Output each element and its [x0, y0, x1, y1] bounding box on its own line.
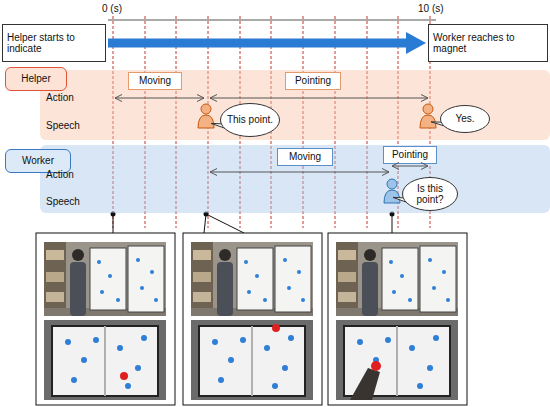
row-label: Action [46, 169, 74, 181]
speech-bubble: This point. [220, 103, 280, 137]
time-label: 10 (s) [418, 3, 444, 15]
hmd-view-photo [44, 320, 166, 400]
duration-arrow [392, 166, 428, 167]
worker-person-icon [384, 179, 400, 203]
room-photo [191, 242, 313, 316]
bubble-body [221, 104, 280, 137]
person-head [423, 104, 433, 114]
red-magnet [120, 372, 128, 380]
event-text: Helper starts to indicate [7, 32, 101, 55]
speech-bubble: Yes. [440, 105, 490, 133]
room-photo [336, 242, 458, 316]
red-magnet [272, 324, 280, 332]
time-axis [108, 20, 436, 21]
leader-line [206, 214, 244, 233]
worker-hand [350, 368, 380, 400]
person-body [420, 115, 436, 128]
utterance: Yes. [455, 113, 474, 125]
helper-person-icon [420, 104, 436, 128]
event-box: Worker reaches to magnet [428, 24, 548, 62]
action-name: Moving [289, 151, 321, 163]
action-box: Moving [128, 72, 182, 90]
utterance: This point. [227, 114, 273, 126]
event-box: Helper starts to indicate [2, 24, 106, 62]
action-box: Pointing [383, 146, 437, 164]
row-label: Speech [46, 196, 80, 208]
role-tag: Helper [5, 67, 67, 91]
person-head [387, 179, 397, 189]
red-magnet [371, 361, 381, 371]
duration-arrow [210, 98, 428, 99]
duration-arrow [115, 98, 204, 99]
hmd-view-photo [191, 320, 313, 400]
bubble-body [403, 178, 458, 211]
utterance: Is this point? [406, 183, 454, 206]
leader-line [113, 214, 114, 233]
person-body [384, 190, 400, 203]
person-body [198, 115, 214, 128]
photo-panel [183, 233, 322, 405]
bubble-body [441, 106, 490, 133]
action-box: Pointing [285, 72, 341, 90]
event-text: Worker reaches to magnet [433, 32, 543, 55]
role-name: Helper [21, 73, 50, 85]
helper-lane: ActionSpeechHelperMovingPointingThis poi… [40, 70, 550, 140]
room-photo [44, 242, 166, 316]
action-name: Pointing [295, 75, 331, 87]
person-head [201, 104, 211, 114]
role-name: Worker [22, 155, 54, 167]
action-name: Moving [139, 75, 171, 87]
row-label: Speech [46, 120, 80, 132]
action-name: Pointing [392, 149, 428, 161]
leader-line [204, 214, 206, 233]
worker-lane: ActionSpeechWorkerMovingPointingIs this … [40, 145, 550, 213]
time-arrow [108, 39, 406, 48]
speech-bubble: Is this point? [402, 177, 458, 211]
hmd-view-photo [336, 320, 458, 400]
photo-panel [36, 233, 175, 405]
photo-panel [328, 233, 467, 405]
row-label: Action [46, 92, 74, 104]
action-box: Moving [277, 148, 333, 166]
time-label: 0 (s) [102, 3, 122, 15]
duration-arrow [210, 172, 389, 173]
leader-line [392, 214, 393, 233]
helper-person-icon [198, 104, 214, 128]
